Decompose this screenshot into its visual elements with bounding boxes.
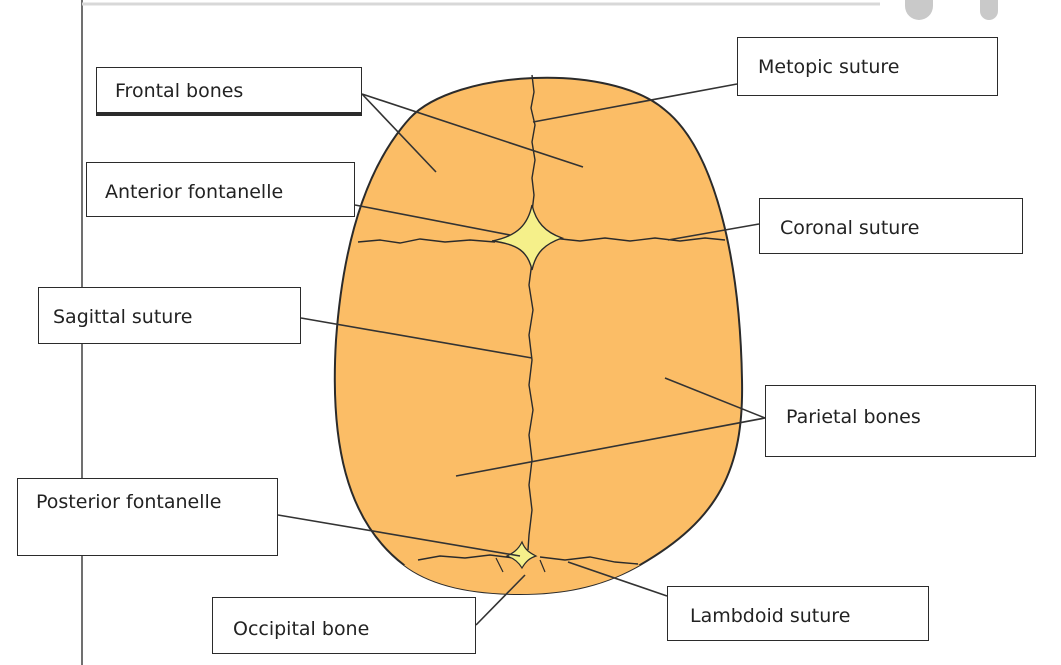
label-text: Anterior fontanelle <box>105 181 283 204</box>
label-frontal-bones: Frontal bones <box>96 67 362 116</box>
label-anterior-fontanelle: Anterior fontanelle <box>86 162 355 217</box>
label-coronal-suture: Coronal suture <box>759 198 1023 254</box>
label-parietal-bones: Parietal bones <box>765 385 1036 457</box>
label-text: Posterior fontanelle <box>36 491 221 514</box>
label-posterior-fontanelle: Posterior fontanelle <box>17 478 278 556</box>
label-text: Coronal suture <box>780 217 919 240</box>
label-lambdoid-suture: Lambdoid suture <box>667 586 929 641</box>
label-text: Parietal bones <box>786 406 921 429</box>
label-occipital-bone: Occipital bone <box>212 597 476 654</box>
label-text: Metopic suture <box>758 56 900 79</box>
label-text: Lambdoid suture <box>690 605 850 628</box>
label-sagittal-suture: Sagittal suture <box>38 287 301 344</box>
label-text: Occipital bone <box>233 618 369 641</box>
skull-outline <box>335 78 742 594</box>
label-text: Sagittal suture <box>53 306 192 329</box>
label-metopic-suture: Metopic suture <box>737 37 998 96</box>
label-text: Frontal bones <box>115 80 243 103</box>
corner-mark-icon <box>980 0 998 20</box>
